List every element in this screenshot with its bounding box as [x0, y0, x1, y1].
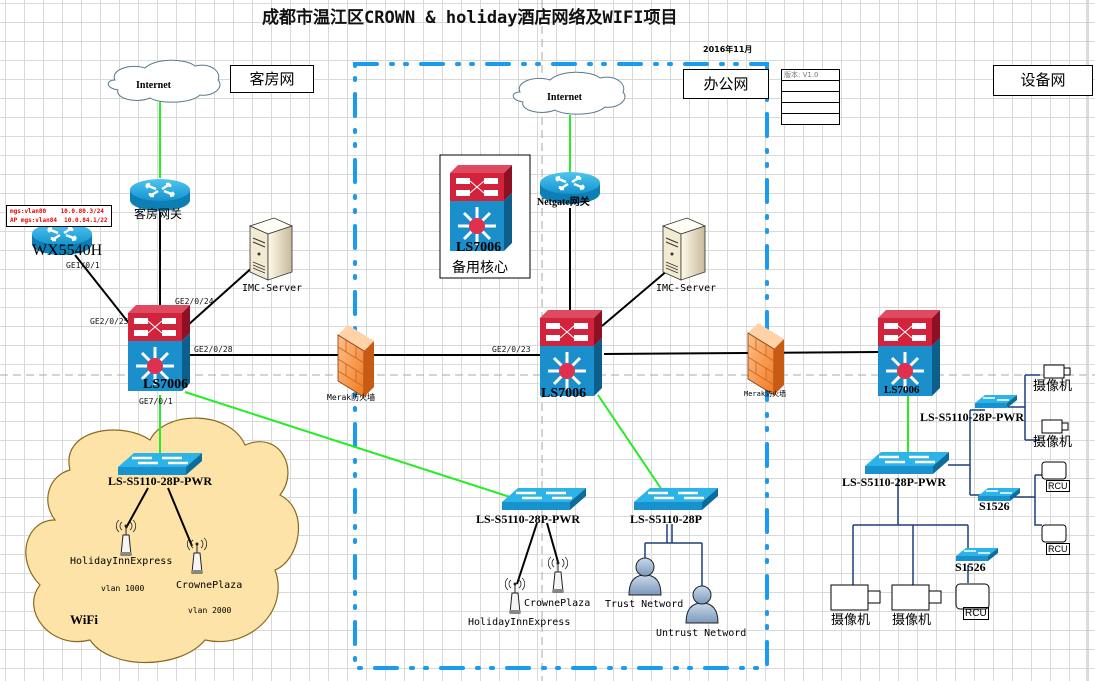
- zone-label-guest: 客房网: [230, 65, 314, 93]
- ap-crowneplaza-office[interactable]: [547, 556, 569, 593]
- device-sub-switch[interactable]: [974, 394, 1018, 409]
- office-wifi-switch[interactable]: [500, 486, 588, 512]
- internet-label-guest: Internet: [136, 80, 171, 91]
- link-ac-core: [74, 254, 129, 323]
- ac-mgmt-line: AP mgs:vlan84 10.0.84.1/22: [10, 217, 108, 224]
- version-table: 版本: V1.0: [781, 69, 840, 125]
- port-label: GE7/0/1: [139, 397, 173, 406]
- vlan-label: vlan 2000: [188, 606, 232, 615]
- untrust-network-user-icon: [685, 585, 719, 624]
- version-row: 版本: V1.0: [782, 70, 839, 81]
- port-label: GE1/0/1: [66, 261, 100, 270]
- guest-server-label: IMC-Server: [242, 283, 303, 294]
- link-office-switch-ap1: [516, 522, 538, 585]
- diagram-date: 2016年11月: [703, 45, 753, 54]
- link-office-switch-ap2: [546, 522, 559, 563]
- device-links: [644, 374, 1042, 590]
- port-label: GE2/0/28: [194, 345, 233, 354]
- ap-label: CrownePlaza: [524, 598, 591, 609]
- camera-icon[interactable]: [891, 584, 942, 611]
- diagram-title: 成都市温江区CROWN & holiday酒店网络及WIFI项目: [262, 8, 678, 28]
- guest-core-label: LS7006: [143, 377, 189, 392]
- camera-label: 摄像机: [831, 613, 871, 628]
- ap-holidayinnexpress-office[interactable]: [504, 577, 526, 614]
- wifi-switch-label: LS-S5110-28P-PWR: [108, 474, 213, 488]
- internet-cloud-office: [512, 71, 626, 115]
- camera-label: 摄像机: [1033, 379, 1073, 394]
- rcu-icon[interactable]: [1041, 461, 1067, 480]
- device-main-switch[interactable]: [863, 450, 951, 476]
- firewall-left-label: Merak防火墙: [327, 393, 376, 402]
- trust-network-user-icon: [628, 557, 662, 596]
- link-office-core-device-core: [603, 351, 879, 355]
- camera-label: 摄像机: [892, 613, 932, 628]
- ap-label: HolidayInnExpress: [70, 556, 173, 567]
- link-office-core-server: [601, 269, 669, 327]
- version-row: [782, 81, 839, 92]
- firewall-right[interactable]: [747, 322, 785, 396]
- ac-mgmt-box: mgs:vlan80 10.0.80.3/24 AP mgs:vlan84 10…: [6, 205, 112, 227]
- version-row: [782, 114, 839, 124]
- wifi-access-switch[interactable]: [116, 451, 204, 477]
- link-guest-core-server: [187, 264, 256, 326]
- internet-cloud-guest: [107, 59, 221, 103]
- office-core-switch[interactable]: [538, 308, 604, 398]
- backup-core-caption: 备用核心: [452, 260, 508, 276]
- firewall-right-label: Merak防火墙: [744, 390, 787, 398]
- version-row: [782, 103, 839, 114]
- ap-label: CrownePlaza: [176, 580, 243, 591]
- port-label: GE2/0/25: [90, 317, 129, 326]
- link-core-office-wifi-switch: [184, 391, 511, 498]
- link-wifi-switch-ap1: [125, 487, 149, 529]
- device-core-label: LS7006: [884, 384, 920, 396]
- port-label: GE2/0/24: [175, 297, 214, 306]
- office-core-label: LS7006: [541, 386, 587, 401]
- firewall-left[interactable]: [337, 324, 375, 398]
- vlan-label: vlan 1000: [101, 584, 145, 593]
- camera-icon[interactable]: [830, 584, 881, 611]
- rcu-label: RCU: [1046, 480, 1070, 492]
- device-sub-switch-label: LS-S5110-28P-PWR: [920, 410, 1025, 424]
- internet-label-office: Internet: [547, 92, 582, 103]
- office-wifi-switch-label: LS-S5110-28P-PWR: [476, 512, 581, 526]
- port-label: GE2/0/23: [492, 345, 531, 354]
- ap-label: HolidayInnExpress: [468, 617, 571, 628]
- wifi-cloud-label: WiFi: [70, 612, 98, 627]
- office-imc-server[interactable]: [662, 217, 706, 281]
- office-gateway-label: Netgate网关: [537, 197, 590, 208]
- camera-label: 摄像机: [1033, 435, 1073, 450]
- wifi-cloud: [25, 417, 300, 663]
- guest-imc-server[interactable]: [249, 217, 293, 281]
- rcu-icon[interactable]: [955, 583, 990, 610]
- office-lan-switch-label: LS-S5110-28P: [630, 512, 703, 526]
- trust-network-label: Trust Netword: [605, 599, 684, 610]
- zone-label-office: 办公网: [683, 69, 769, 99]
- office-lan-switch[interactable]: [632, 486, 720, 512]
- backup-core-switch[interactable]: [448, 163, 514, 253]
- ac-label: WX5540H: [32, 242, 103, 259]
- s1526-b-label: S1526: [955, 560, 986, 574]
- rcu-icon[interactable]: [1041, 524, 1067, 543]
- device-main-switch-label: LS-S5110-28P-PWR: [842, 475, 947, 489]
- untrust-network-label: Untrust Netword: [656, 628, 747, 639]
- link-wifi-switch-ap2: [167, 487, 193, 547]
- zone-label-device: 设备网: [993, 65, 1093, 96]
- ac-mgmt-line: mgs:vlan80 10.0.80.3/24: [10, 208, 104, 215]
- guest-gateway-label: 客房网关: [134, 207, 183, 221]
- rcu-label: RCU: [963, 607, 989, 620]
- office-server-label: IMC-Server: [656, 283, 717, 294]
- rcu-label: RCU: [1046, 543, 1070, 555]
- version-row: [782, 92, 839, 103]
- s1526-a-label: S1526: [979, 499, 1010, 513]
- backup-core-label: LS7006: [456, 240, 502, 255]
- link-office-core-lan-switch: [597, 394, 663, 491]
